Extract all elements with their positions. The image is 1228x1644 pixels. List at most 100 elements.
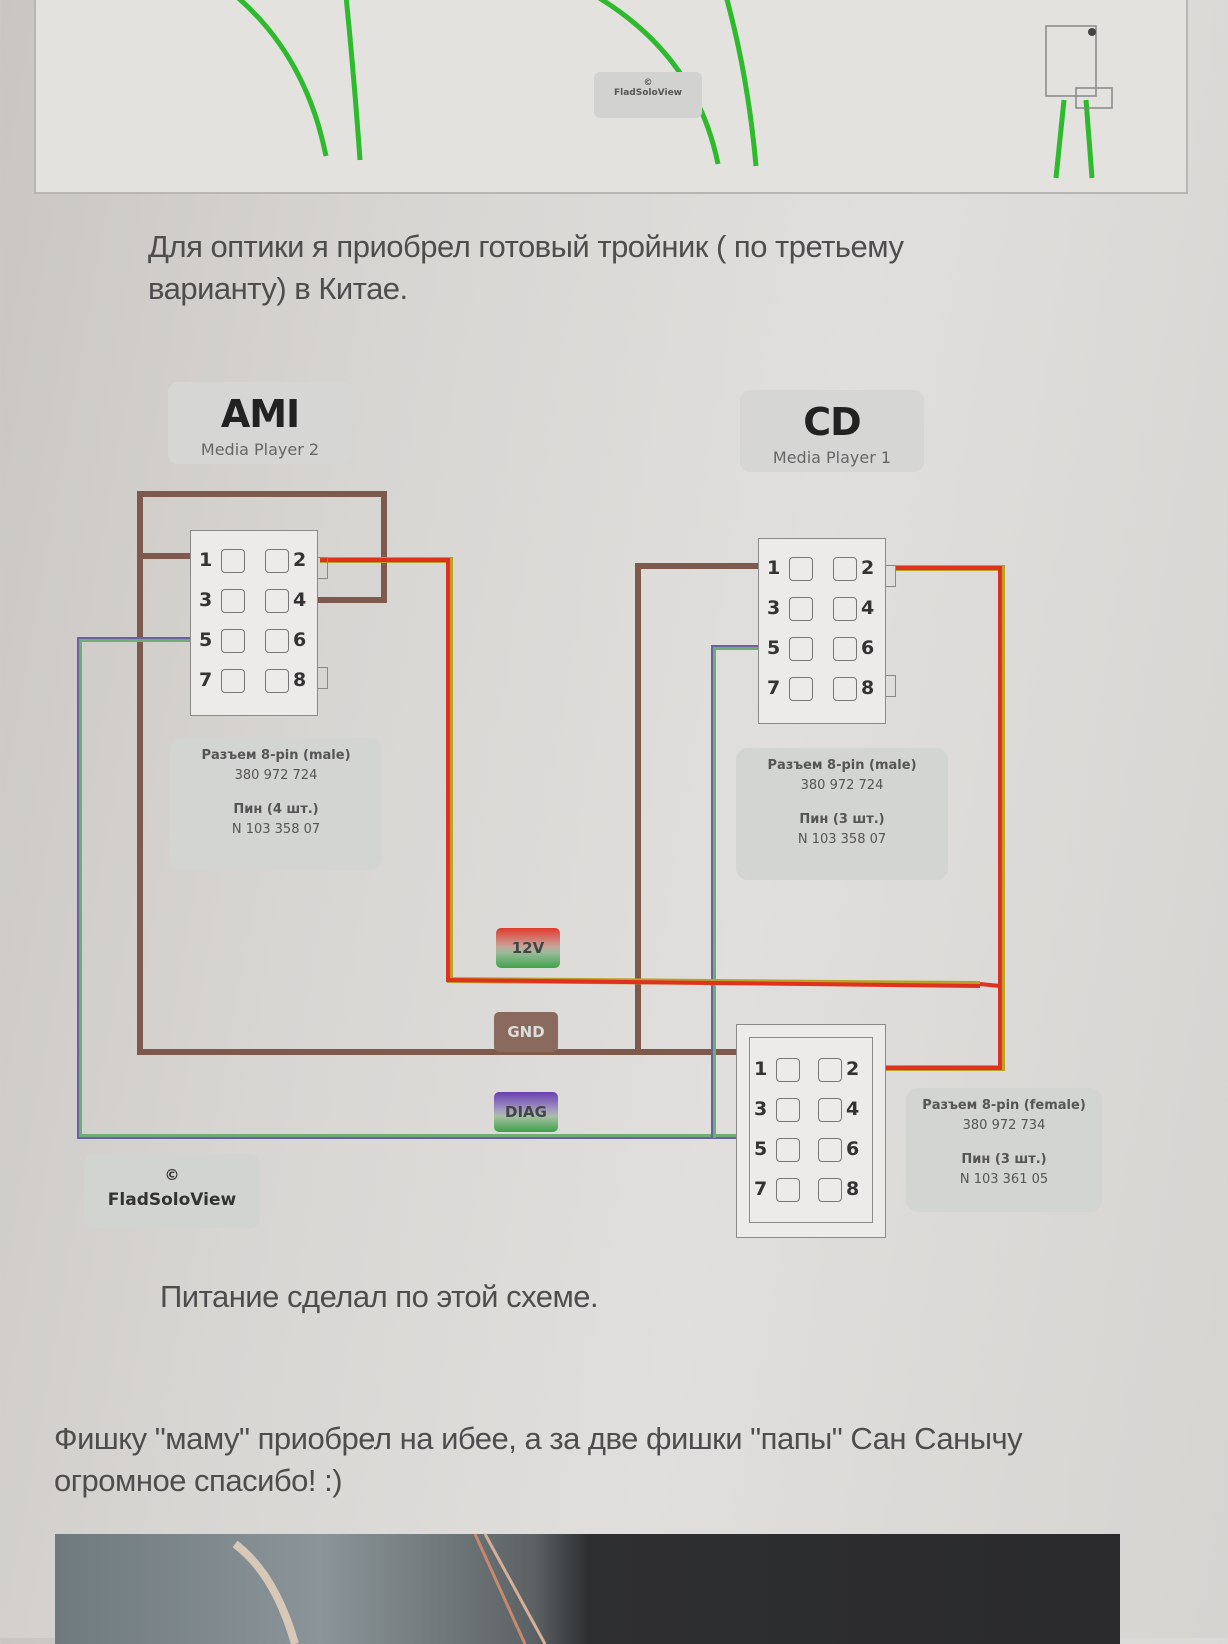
pin-label: 7 <box>754 1178 768 1200</box>
pin-slot <box>833 677 857 701</box>
pin-slot <box>265 549 289 573</box>
cd-connector: 1 2 3 4 5 6 7 8 <box>758 538 896 724</box>
legend-diag: DIAG <box>494 1092 558 1132</box>
pin-slot <box>818 1178 842 1202</box>
pin-label: 6 <box>861 637 875 659</box>
cd-title-box: CD Media Player 1 <box>740 390 924 472</box>
pin-label: 8 <box>846 1178 860 1200</box>
gnd-wires <box>137 491 758 1055</box>
pin-slot <box>789 597 813 621</box>
pin-label: 4 <box>846 1098 860 1120</box>
pin-label: 1 <box>767 557 781 579</box>
pin-slot <box>221 629 245 653</box>
copyright-icon: © <box>164 1166 180 1184</box>
pin-slot <box>776 1098 800 1122</box>
pin-label: 1 <box>754 1058 768 1080</box>
pin-label: 6 <box>846 1138 860 1160</box>
pin-label: 5 <box>754 1138 768 1160</box>
pin-slot <box>265 589 289 613</box>
pin-slot <box>818 1138 842 1162</box>
info-connector: Разъем 8-pin (male) <box>767 758 917 773</box>
ami-connector-info: Разъем 8-pin (male) 380 972 724 Пин (4 ш… <box>170 738 382 870</box>
cd-title: CD <box>803 400 861 444</box>
pin-slot <box>789 557 813 581</box>
pin-slot <box>776 1138 800 1162</box>
female-connector-inner: 1 2 3 4 5 6 7 8 <box>749 1037 873 1223</box>
pin-slot <box>789 677 813 701</box>
pin-label: 8 <box>861 677 875 699</box>
legend-12v: 12V <box>496 928 560 968</box>
connector-latch <box>317 667 328 689</box>
cd-connector-info: Разъем 8-pin (male) 380 972 724 Пин (3 ш… <box>736 748 948 880</box>
pin-slot <box>221 589 245 613</box>
connector-latch <box>885 675 896 697</box>
info-pin-part-number: N 103 358 07 <box>231 822 321 837</box>
pin-label: 6 <box>293 629 307 651</box>
pin-label: 2 <box>293 549 307 571</box>
pin-slot <box>776 1058 800 1082</box>
pin-label: 2 <box>846 1058 860 1080</box>
info-part-number: 380 972 734 <box>962 1118 1046 1133</box>
pin-label: 2 <box>861 557 875 579</box>
pin-label: 5 <box>767 637 781 659</box>
watermark-small: © FladSoloView <box>594 72 702 118</box>
info-connector: Разъем 8-pin (female) <box>922 1098 1086 1113</box>
pin-slot <box>833 557 857 581</box>
pin-slot <box>789 637 813 661</box>
gnd-wire-ami-to-female <box>137 556 744 1055</box>
pin-label: 7 <box>767 677 781 699</box>
cable-strands-drawing <box>232 1534 547 1644</box>
pin-slot <box>221 549 245 573</box>
pin-slot <box>818 1058 842 1082</box>
pin-label: 8 <box>293 669 307 691</box>
info-part-number: 380 972 724 <box>800 778 884 793</box>
info-connector: Разъем 8-pin (male) <box>201 748 351 763</box>
green-cables-drawing <box>236 0 1113 179</box>
info-pins: Пин (4 шт.) <box>233 802 319 817</box>
connector-photo <box>55 1534 1120 1644</box>
watermark-name: FladSoloView <box>614 88 682 98</box>
ami-title-box: AMI Media Player 2 <box>168 382 352 464</box>
copyright-icon: © <box>643 78 653 88</box>
v12-wires <box>320 557 1005 1071</box>
pin-slot <box>833 637 857 661</box>
connector-latch <box>317 557 328 579</box>
ami-subtitle: Media Player 2 <box>200 440 320 459</box>
paragraph-thanks: Фишку "маму" приобрел на ибее, а за две … <box>54 1421 1023 1498</box>
info-pins: Пин (3 шт.) <box>961 1152 1047 1167</box>
ami-title: AMI <box>220 392 300 436</box>
ami-connector: 1 2 3 4 5 6 7 8 <box>190 530 328 716</box>
info-part-number: 380 972 724 <box>234 768 318 783</box>
pin-slot <box>776 1178 800 1202</box>
gnd-wire-ami-loop <box>137 491 387 603</box>
top-figure: © FladSoloView <box>34 0 1188 194</box>
pin-slot <box>265 629 289 653</box>
pin-label: 3 <box>199 589 213 611</box>
pin-slot <box>265 669 289 693</box>
watermark-diagram: © FladSoloView <box>84 1154 260 1228</box>
info-pins: Пин (3 шт.) <box>799 812 885 827</box>
info-pin-part-number: N 103 358 07 <box>797 832 887 847</box>
diag-wires <box>77 637 758 1139</box>
pin-label: 3 <box>767 597 781 619</box>
legend-gnd: GND <box>494 1012 558 1052</box>
pin-label: 4 <box>293 589 307 611</box>
pin-slot <box>833 597 857 621</box>
gnd-wire-cd <box>635 563 758 1052</box>
pin-slot <box>818 1098 842 1122</box>
watermark-name: FladSoloView <box>107 1190 237 1210</box>
cd-subtitle: Media Player 1 <box>772 448 892 467</box>
paragraph-power: Питание сделал по этой схеме. <box>160 1279 599 1314</box>
pin-slot <box>221 669 245 693</box>
paragraph-optics: Для оптики я приобрел готовый тройник ( … <box>148 229 904 306</box>
female-connector-info: Разъем 8-pin (female) 380 972 734 Пин (3… <box>906 1088 1102 1212</box>
diag-wire-cd <box>712 646 758 1138</box>
pin-label: 3 <box>754 1098 768 1120</box>
pin-label: 7 <box>199 669 213 691</box>
connector-latch <box>885 565 896 587</box>
pin-label: 4 <box>861 597 875 619</box>
female-connector: 1 2 3 4 5 6 7 8 <box>736 1024 886 1238</box>
info-pin-part-number: N 103 361 05 <box>959 1172 1049 1187</box>
pin-label: 1 <box>199 549 213 571</box>
